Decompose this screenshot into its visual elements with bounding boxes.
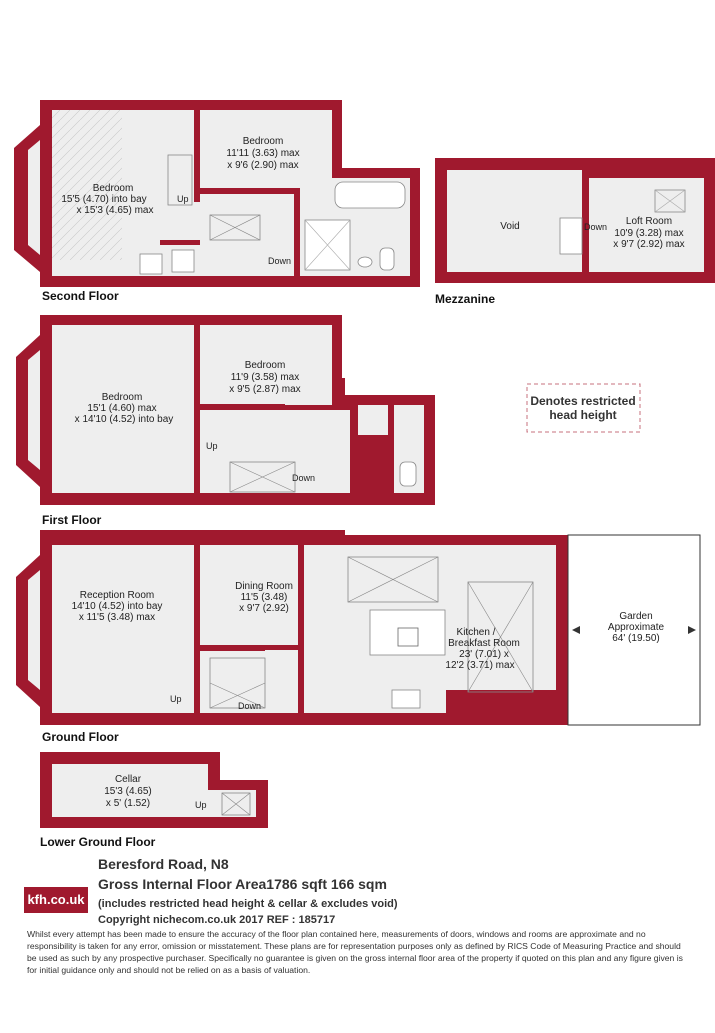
room-name-loft: Loft Room <box>626 216 672 227</box>
room-dims-cellar: x 5' (1.52) <box>106 798 150 809</box>
room-dims-second-bedroom-b: 11'11 (3.63) max <box>226 148 299 159</box>
area-note: (includes restricted head height & cella… <box>98 898 398 910</box>
floor-plan: Bedroom 15'5 (4.70) into bay x 15'3 (4.6… <box>14 100 715 849</box>
floor-label-lower-ground: Lower Ground Floor <box>40 835 156 849</box>
room-dims-reception: 14'10 (4.52) into bay <box>72 601 163 612</box>
legend-restricted-swatch <box>526 383 641 433</box>
room-name-kitchen: Breakfast Room <box>448 638 520 649</box>
floor-label-second: Second Floor <box>42 289 119 303</box>
sink-icon <box>391 689 421 709</box>
property-address: Beresford Road, N8 <box>98 856 229 872</box>
stair-lower <box>221 792 251 816</box>
room-dims-second-bedroom-a: 15'5 (4.70) into bay <box>61 194 146 205</box>
room-dims-second-bedroom-a: x 15'3 (4.65) max <box>77 205 154 216</box>
restricted-head-height-area <box>52 110 122 260</box>
room-dims-first-bedroom-b: 11'9 (3.58) max <box>231 372 299 383</box>
stair-up-label: Up <box>170 694 182 704</box>
room-dims-first-bedroom-a: 15'1 (4.60) max <box>87 403 156 414</box>
garden-name: Garden <box>619 611 652 622</box>
stair-up-label: Up <box>195 800 207 810</box>
sink-icon <box>357 256 373 268</box>
room-dims-loft: 10'9 (3.28) max <box>614 228 683 239</box>
stair-up-label: Up <box>206 441 218 451</box>
room-dims-second-bedroom-b: x 9'6 (2.90) max <box>227 160 298 171</box>
stair-up-label: Up <box>177 194 189 204</box>
stair-down-label: Down <box>238 701 261 711</box>
garden-dims: 64' (19.50) <box>612 633 660 644</box>
room-dims-kitchen: 12'2 (3.71) max <box>445 660 514 671</box>
stair-second <box>209 214 261 241</box>
room-dims-first-bedroom-b: x 9'5 (2.87) max <box>229 384 300 395</box>
floor-area: Gross Internal Floor Area1786 sqft 166 s… <box>98 876 387 892</box>
room-name-second-bedroom-b: Bedroom <box>243 136 284 147</box>
floor-label-ground: Ground Floor <box>42 730 119 744</box>
room-name-void: Void <box>500 221 519 232</box>
room-name-first-bedroom-b: Bedroom <box>245 360 286 371</box>
garden-subtitle: Approximate <box>608 622 665 633</box>
toilet-icon <box>399 461 417 487</box>
skylight <box>467 581 534 693</box>
room-dims-reception: x 11'5 (3.48) max <box>79 612 155 623</box>
legend-line-2: head height <box>549 408 616 422</box>
stair-down-label: Down <box>268 256 291 266</box>
room-dims-first-bedroom-a: x 14'10 (4.52) into bay <box>75 414 174 425</box>
hob-icon <box>397 627 419 647</box>
lower-ground-floor: Cellar 15'3 (4.65) x 5' (1.52) Up Lower … <box>40 752 268 849</box>
stair-first <box>229 461 296 493</box>
garden-area <box>567 534 701 726</box>
mezzanine: Void Loft Room 10'9 (3.28) max x 9'7 (2.… <box>435 158 715 306</box>
legend: Denotes restricted head height <box>526 383 641 433</box>
room-name-first-bedroom-a: Bedroom <box>102 392 143 403</box>
room-name-reception: Reception Room <box>80 590 154 601</box>
room-name-dining: Dining Room <box>235 581 293 592</box>
first-floor: Bedroom 15'1 (4.60) max x 14'10 (4.52) i… <box>16 315 435 527</box>
stair-down-label: Down <box>292 473 315 483</box>
floor-label-mezzanine: Mezzanine <box>435 292 495 306</box>
toilet-icon <box>379 247 395 271</box>
stair-down-label: Down <box>584 222 607 232</box>
garden: Garden Approximate 64' (19.50) <box>567 534 701 726</box>
skylight <box>347 556 439 603</box>
room-dims-cellar: 15'3 (4.65) <box>104 786 152 797</box>
room-dims-loft: x 9'7 (2.92) max <box>613 239 684 250</box>
room-dims-dining: x 9'7 (2.92) <box>239 603 289 614</box>
disclaimer: Whilst every attempt has been made to en… <box>27 929 683 975</box>
legend-line-1: Denotes restricted <box>530 394 635 408</box>
floor-label-first: First Floor <box>42 513 102 527</box>
second-floor: Bedroom 15'5 (4.70) into bay x 15'3 (4.6… <box>14 100 420 303</box>
kfh-logo: kfh.co.uk <box>24 887 88 913</box>
bathtub-icon <box>334 181 406 209</box>
room-name-kitchen: Kitchen / <box>457 627 496 638</box>
ground-floor: Reception Room 14'10 (4.52) into bay x 1… <box>16 530 570 744</box>
room-dims-dining: 11'5 (3.48) <box>241 592 288 603</box>
room-name-cellar: Cellar <box>115 774 142 785</box>
room-name-second-bedroom-a: Bedroom <box>93 183 134 194</box>
copyright: Copyright nichecom.co.uk 2017 REF : 1857… <box>98 914 336 926</box>
room-dims-kitchen: 23' (7.01) x <box>459 649 509 660</box>
